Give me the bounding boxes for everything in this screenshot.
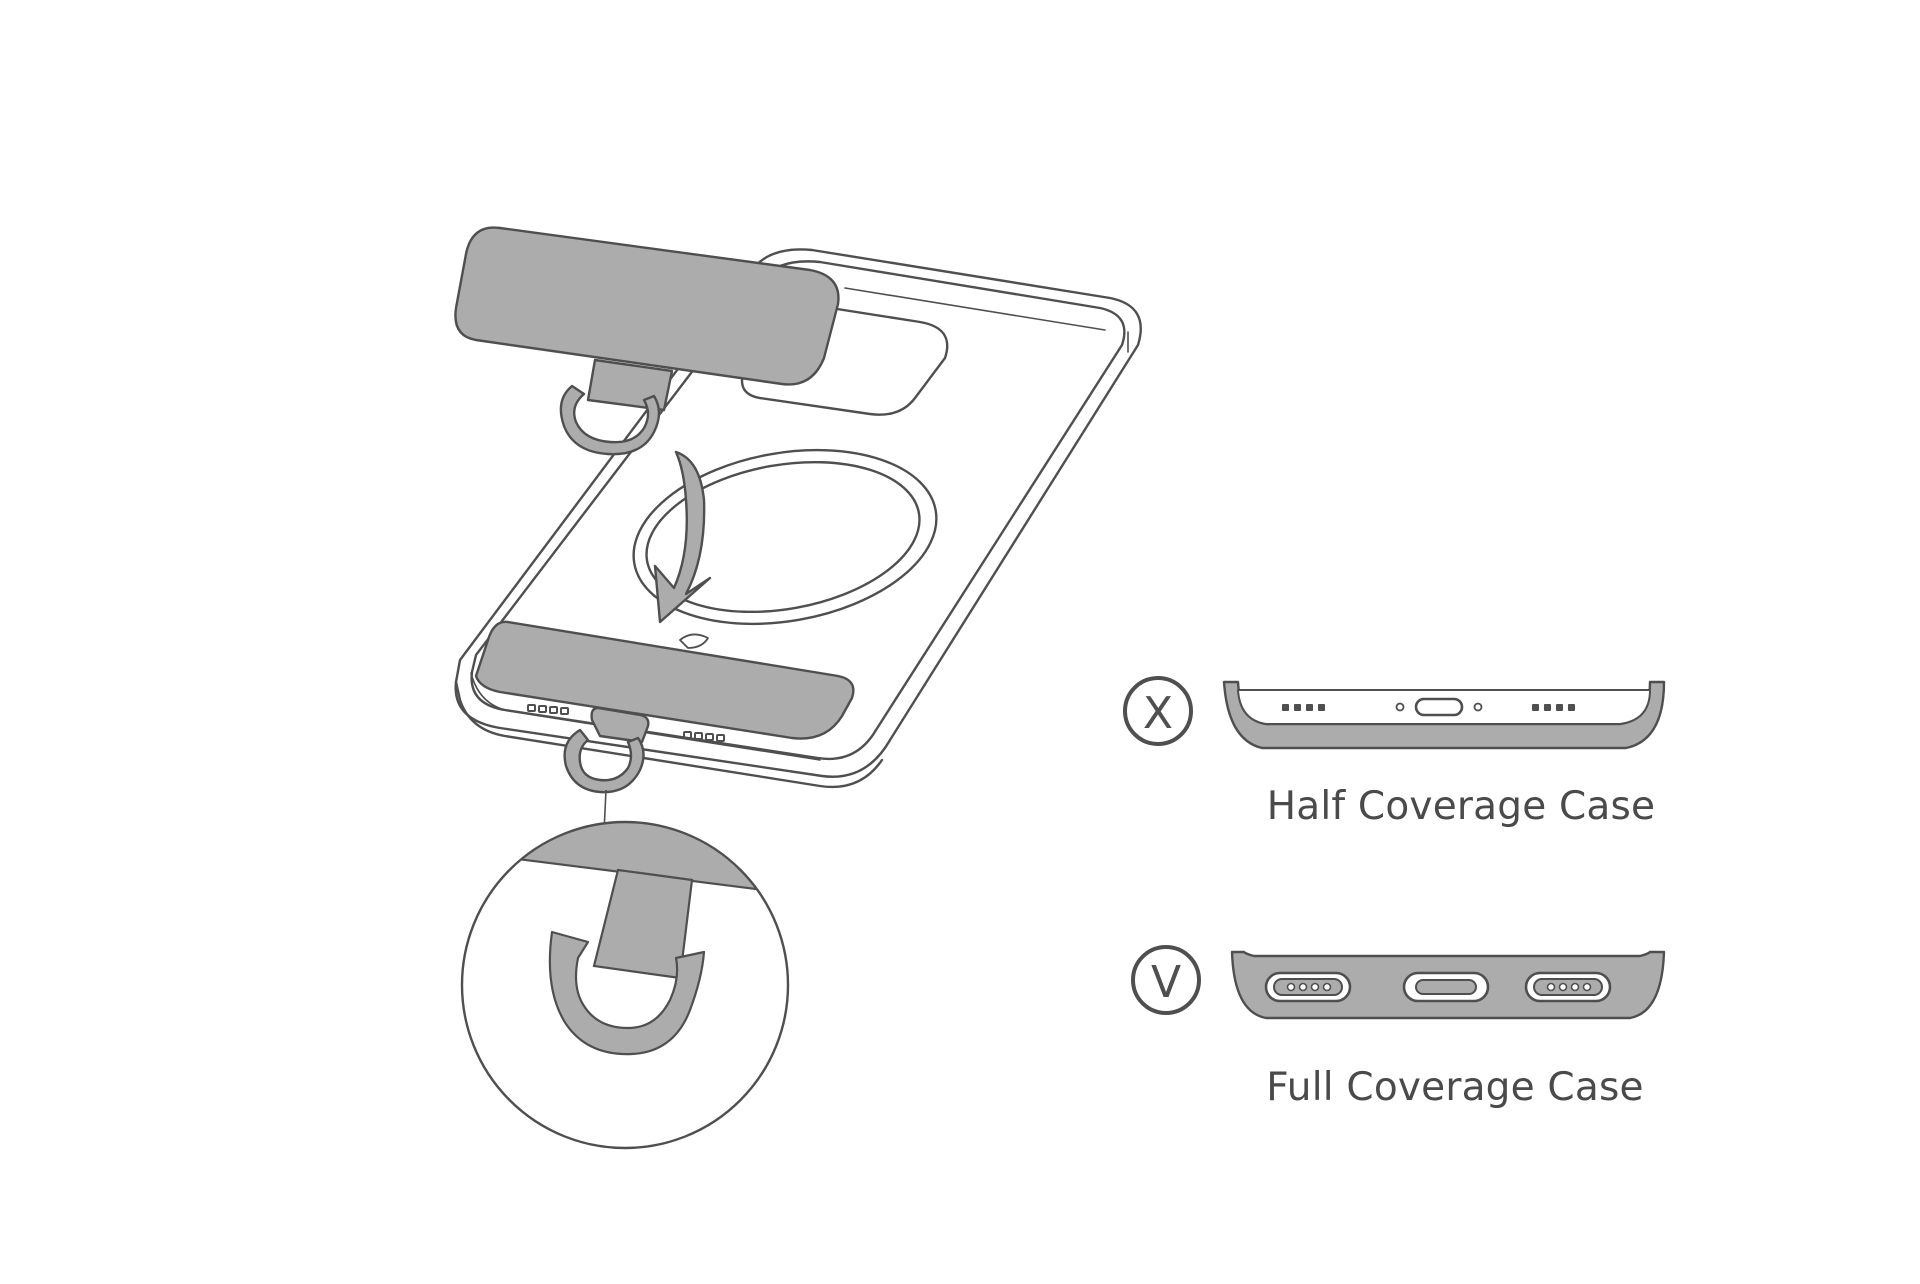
- full-case-ports: [1264, 971, 1612, 1003]
- half-coverage-case-label: Half Coverage Case: [1266, 784, 1656, 829]
- check-mark-glyph: V: [1151, 957, 1181, 1008]
- x-mark-glyph: X: [1143, 688, 1173, 739]
- case-bottom-edge: [454, 680, 884, 789]
- check-mark-icon: V: [1131, 945, 1201, 1015]
- zoom-detail: [460, 820, 790, 1150]
- x-mark-icon: X: [1123, 676, 1193, 746]
- half-case-ports: [1282, 704, 1575, 711]
- full-coverage-case-illustration: V: [1131, 945, 1666, 1020]
- case-port-marks: [527, 704, 725, 742]
- placed-tether-patch: [474, 620, 855, 740]
- magsafe-ring-inner: [645, 460, 921, 614]
- full-coverage-case-label: Full Coverage Case: [1266, 1065, 1644, 1110]
- half-coverage-case-illustration: X: [1123, 676, 1666, 750]
- tether-patch: [454, 226, 840, 456]
- zoom-circle: [460, 820, 790, 1150]
- insert-arrow-icon: [653, 450, 712, 624]
- magsafe-ring-outer: [632, 448, 938, 626]
- half-case-charge-port: [1414, 697, 1464, 717]
- bottom-tether-ring: [563, 706, 650, 794]
